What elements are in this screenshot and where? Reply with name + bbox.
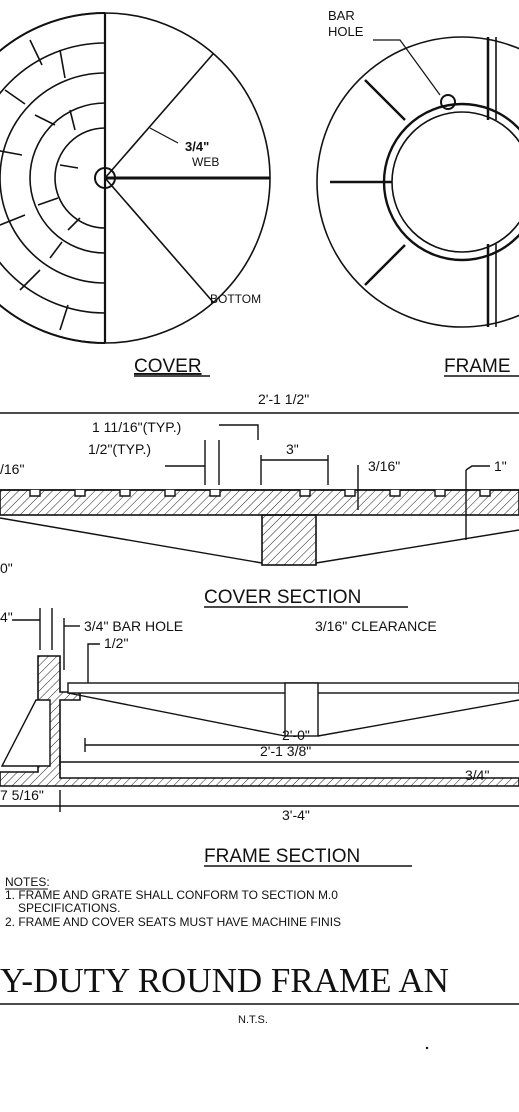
cover-dim-1in: 1" [494,458,507,474]
cover-plan-view [0,12,271,344]
scale-label: N.T.S. [238,1014,268,1026]
bar-hole-label-1: BAR [328,8,355,23]
cover-section-title: COVER SECTION [204,587,361,608]
frame-bar-hole: 3/4" BAR HOLE [84,618,183,634]
speck [425,1046,429,1050]
bottom-label: BOTTOM [210,292,261,306]
note-1: 1. FRAME AND GRATE SHALL CONFORM TO SECT… [5,888,338,902]
drawing-title: Y-DUTY ROUND FRAME AN [0,961,449,1000]
frame-title: FRAME [444,356,511,377]
frame-section-title: FRAME SECTION [204,846,360,867]
cover-dim-typ-outer: 1 11/16"(TYP.) [92,419,181,435]
frame-dim-half: 1/2" [104,635,128,651]
web-callout-2: WEB [192,155,219,169]
frame-section-view [0,608,519,812]
cover-dim-3in: 3" [286,441,299,457]
cover-dim-left: /16" [0,461,24,477]
note-1-cont: SPECIFICATIONS. [18,901,120,915]
frame-dim-2-0: 2'-0" [282,727,310,743]
cover-overall-dim: 2'-1 1/2" [258,391,309,407]
web-callout-1: 3/4" [185,139,209,154]
bar-hole-label-2: HOLE [328,24,364,39]
frame-plan-view [316,36,519,328]
note-2: 2. FRAME AND COVER SEATS MUST HAVE MACHI… [5,915,341,929]
frame-dim-3-4: 3'-4" [282,807,310,823]
frame-dim-left: 4" [0,609,13,625]
frame-dim-3-4-partial: 3/4" [465,767,489,783]
frame-clearance: 3/16" CLEARANCE [315,618,437,634]
cover-dim-typ-inner: 1/2"(TYP.) [88,441,151,457]
frame-dim-7-5-16: 7 5/16" [0,787,44,803]
cover-title: COVER [134,356,202,377]
frame-dim-2-1-3-8: 2'-1 3/8" [260,743,311,759]
cover-dim-bottom: 0" [0,560,13,576]
notes-heading: NOTES: [5,875,50,889]
cover-dim-3-16: 3/16" [368,458,400,474]
cover-section-view [0,412,519,566]
